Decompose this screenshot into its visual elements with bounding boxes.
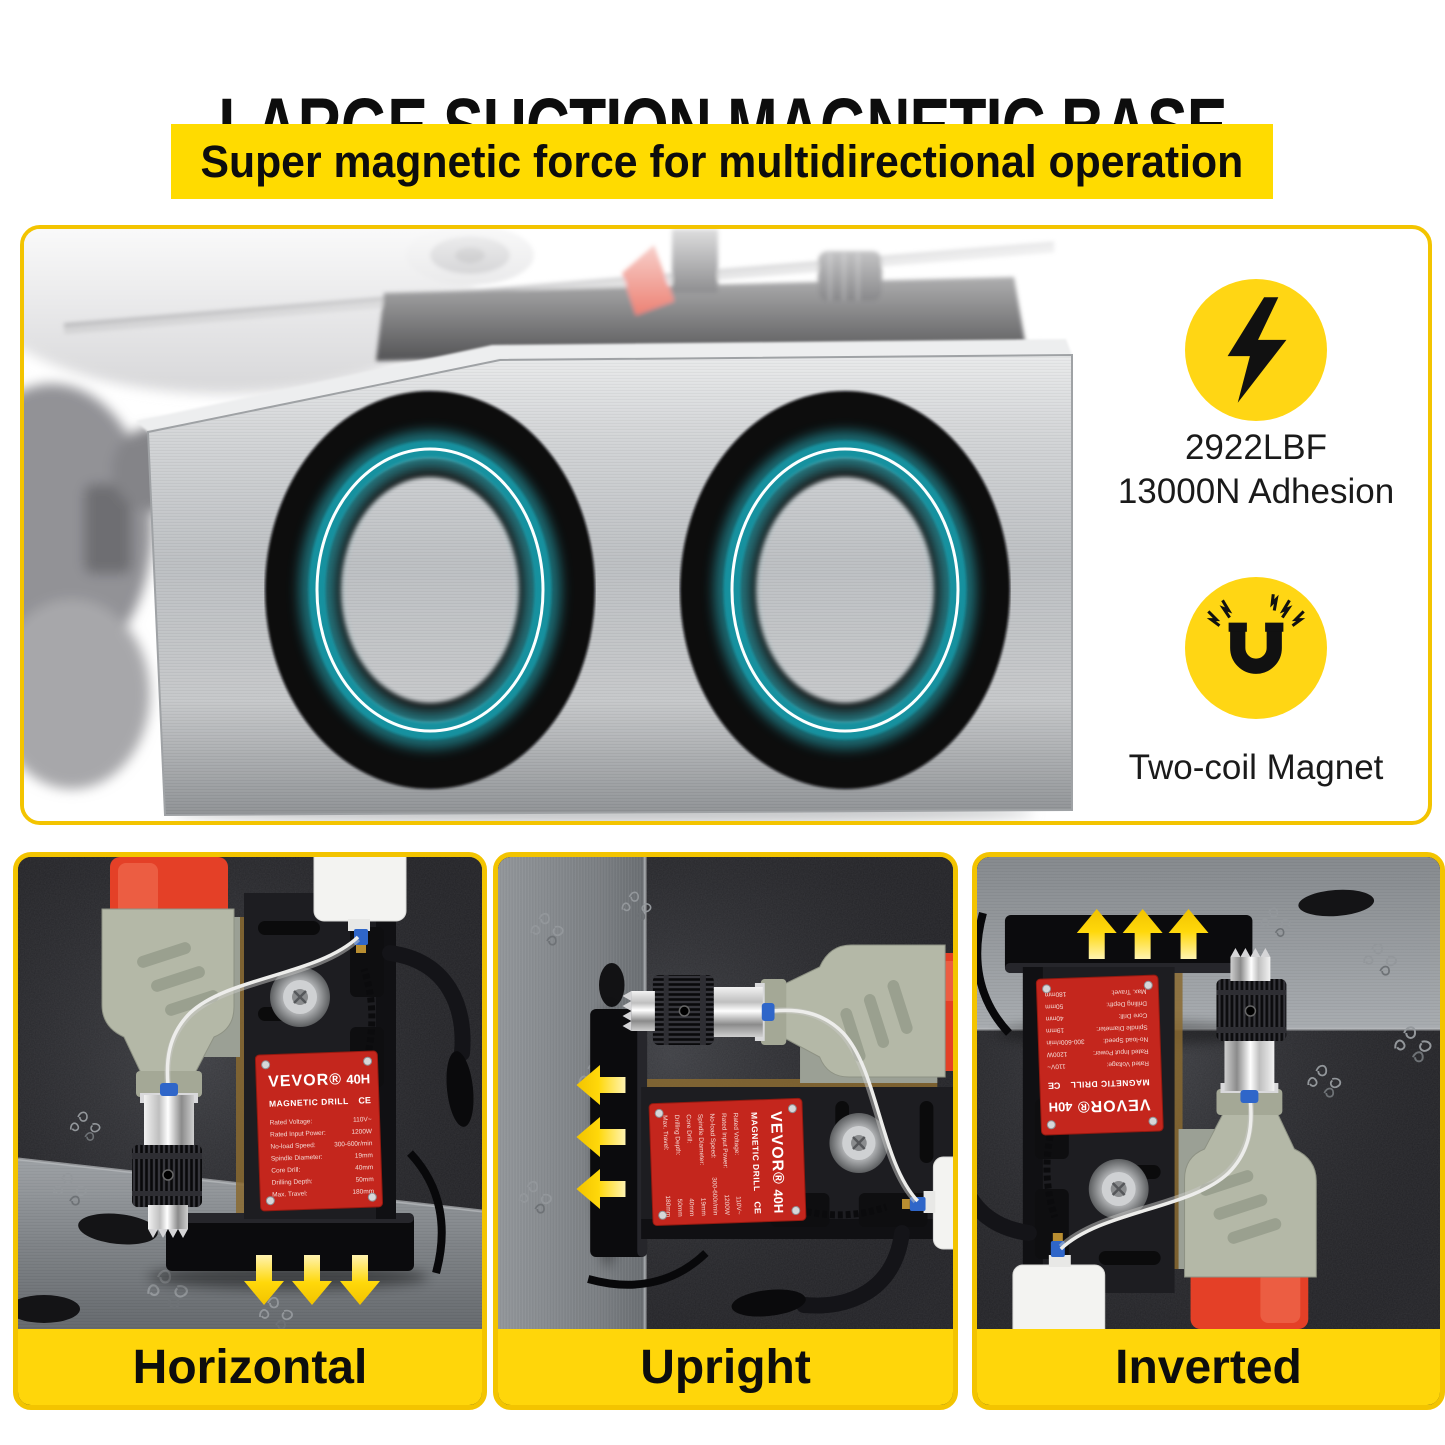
suction-arrows-down xyxy=(244,1255,380,1305)
feature-adhesion-label: 13000N Adhesion xyxy=(1117,472,1395,511)
drilled-hole xyxy=(599,963,625,1007)
main-photo-card: 2922LBF 13000N Adhesion xyxy=(20,225,1432,825)
feature-adhesion-value: 2922LBF xyxy=(1184,428,1328,467)
drilled-hole xyxy=(18,1295,80,1323)
panel-label-inverted: Inverted xyxy=(977,1329,1440,1405)
feature-two-coil: Two-coil Magnet xyxy=(1084,577,1428,790)
subtitle-banner: Super magnetic force for multidirectiona… xyxy=(171,124,1273,199)
suction-arrows-up xyxy=(1076,909,1209,959)
drill-photo-upright xyxy=(498,857,953,1329)
panel-label-horizontal: Horizontal xyxy=(18,1329,482,1405)
orientation-panel-upright: Upright xyxy=(493,852,958,1410)
drill-photo-horizontal xyxy=(18,857,482,1329)
magnetic-base-photo xyxy=(24,229,1084,821)
drilled-hole xyxy=(1298,889,1375,917)
magnetic-drill xyxy=(977,913,1316,1329)
orientation-panel-inverted: Inverted xyxy=(972,852,1445,1410)
feature-list: 2922LBF 13000N Adhesion xyxy=(1084,229,1428,821)
panel-label-upright: Upright xyxy=(498,1329,953,1405)
subtitle-text: Super magnetic force for multidirectiona… xyxy=(200,135,1244,187)
drilled-hole xyxy=(78,1213,158,1245)
magnet-icon xyxy=(1185,577,1327,719)
drill-photo-inverted xyxy=(977,857,1440,1329)
suction-arrows-left xyxy=(576,1065,626,1209)
feature-two-coil-label: Two-coil Magnet xyxy=(1128,748,1384,787)
orientation-panel-horizontal: Horizontal xyxy=(13,852,487,1410)
lightning-icon xyxy=(1185,279,1327,421)
feature-adhesion: 2922LBF 13000N Adhesion xyxy=(1084,279,1428,514)
